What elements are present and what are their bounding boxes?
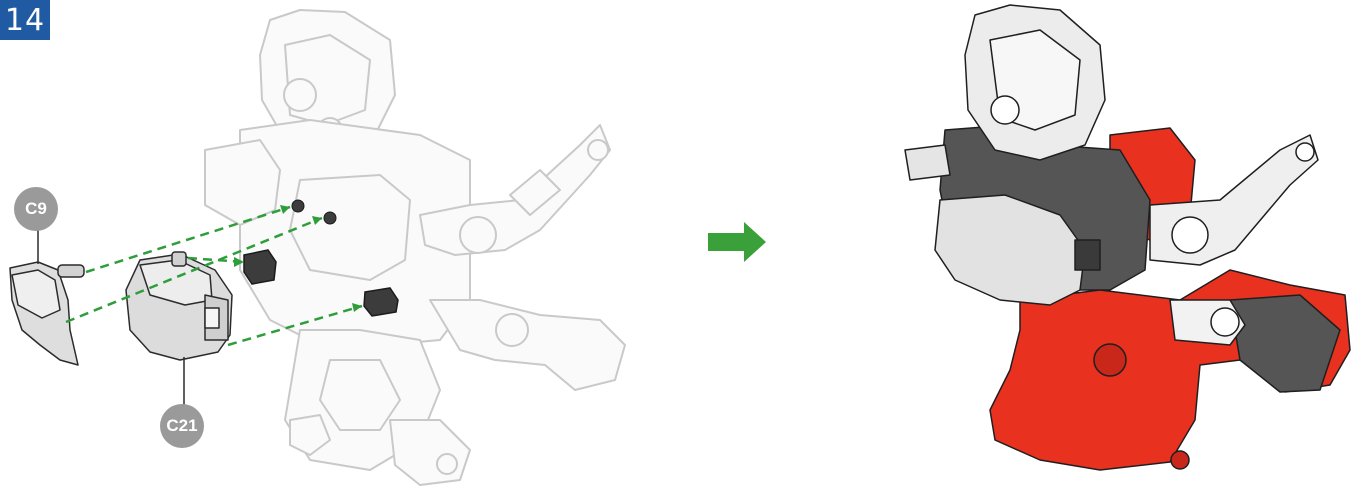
connector-part-1 xyxy=(244,250,276,284)
peg-hole-2 xyxy=(324,212,336,224)
faded-base-model xyxy=(205,10,625,485)
part-c21 xyxy=(126,252,232,360)
part-callout-c9: C9 xyxy=(14,187,58,231)
connector-part-2 xyxy=(364,288,398,316)
direction-arrow-icon xyxy=(708,222,766,262)
part-c9 xyxy=(10,262,84,365)
peg-hole-1 xyxy=(292,200,304,212)
assembled-model xyxy=(905,5,1350,470)
part-callout-c21: C21 xyxy=(160,404,204,448)
